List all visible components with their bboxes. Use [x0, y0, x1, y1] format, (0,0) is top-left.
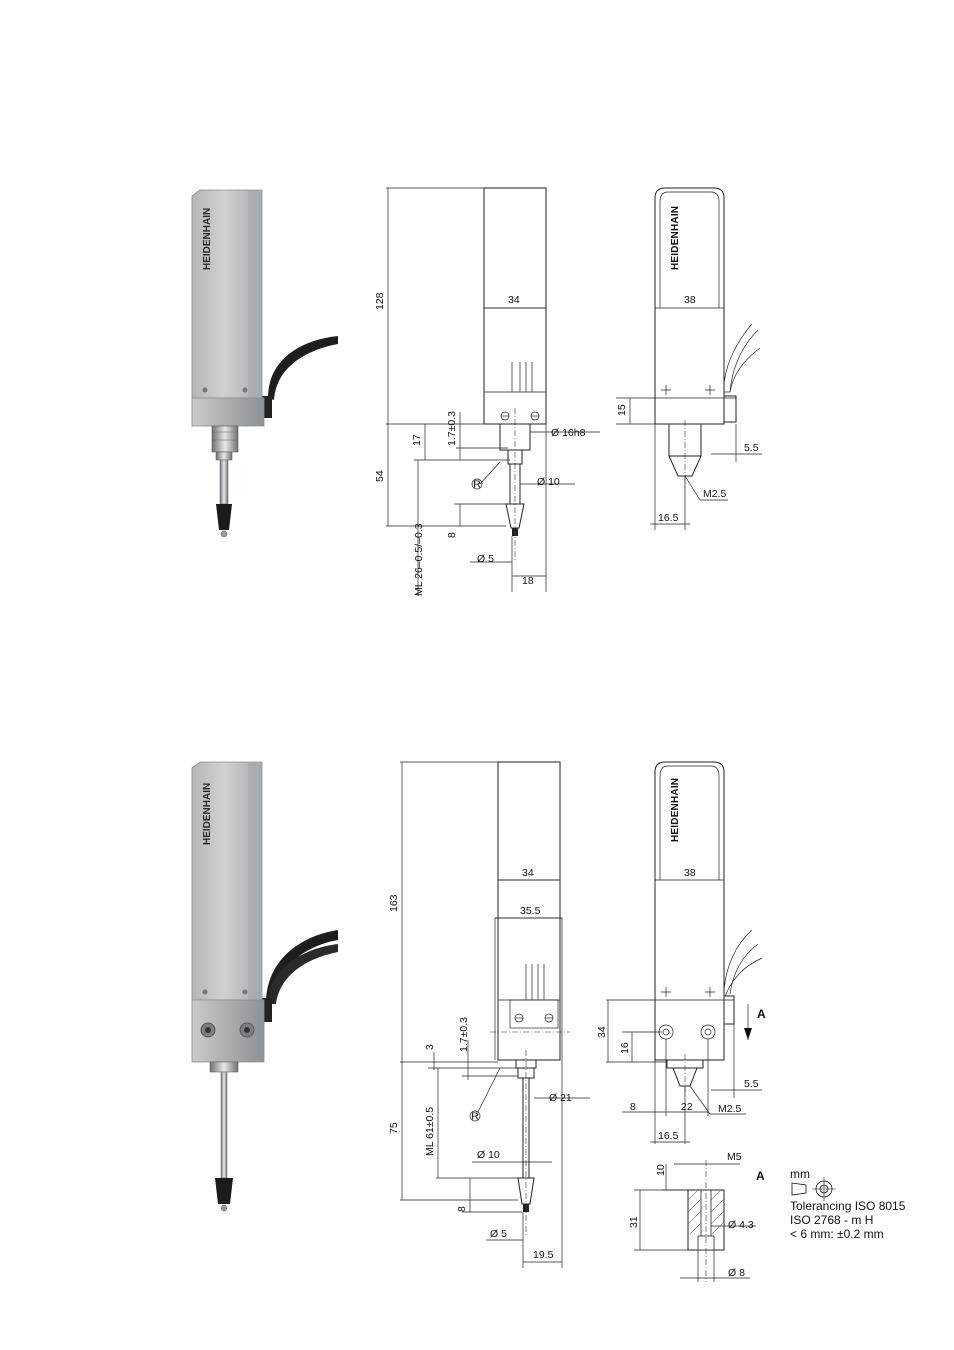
- photo-gauge-bottom: HEIDENHAIN: [191, 761, 338, 1212]
- section-a-title: A: [756, 1169, 765, 1183]
- top-side-view: HEIDENHAIN 38 15 5.5 M2.5 16.5: [616, 187, 762, 530]
- dim-thread-m25: M2.5: [703, 488, 727, 500]
- dim-probe-75: 75: [388, 1122, 400, 1134]
- dim-width-bottom: 19.5: [533, 1249, 554, 1261]
- dim-ml: ML 26–0.5/–0.3: [413, 523, 425, 596]
- cable-icon: [268, 336, 338, 400]
- drawing-brand-label-bottom: HEIDENHAIN: [670, 778, 681, 842]
- dim-side-width-38: 38: [684, 867, 696, 879]
- dim-section-hole: Ø 4.3: [728, 1219, 754, 1231]
- dim-section-m5: M5: [727, 1151, 742, 1163]
- dim-tip-length: 8: [446, 532, 458, 538]
- dim-height-128: 128: [374, 292, 386, 310]
- photo-gauge-top: HEIDENHAIN: [191, 189, 338, 538]
- photo-brand-label: HEIDENHAIN: [202, 783, 213, 845]
- bottom-side-view: HEIDENHAIN 38 34 16 A 5.5 8 22: [596, 761, 766, 1144]
- tolerance-note-1: Tolerancing ISO 8015: [790, 1199, 906, 1213]
- dim-flange: Ø 21: [549, 1092, 572, 1104]
- dim-section-counterbore: Ø 8: [728, 1267, 745, 1279]
- dim-probe-54: 54: [374, 470, 386, 482]
- section-marker-a: A: [757, 1007, 766, 1021]
- dim-side-offset: 5.5: [744, 1078, 759, 1090]
- tolerance-note-3: < 6 mm: ±0.2 mm: [790, 1227, 884, 1241]
- tolerance-notes: mm Tolerancing ISO 8015 ISO 2768 - m H <…: [790, 1167, 906, 1241]
- drawing-brand-label-top: HEIDENHAIN: [670, 206, 681, 270]
- dim-side-height-34: 34: [596, 1026, 608, 1038]
- dim-ml: ML 61±0.5: [424, 1107, 436, 1156]
- dim-thread-m25: M2.5: [718, 1103, 742, 1115]
- dim-side-bottom: 16.5: [658, 1130, 679, 1142]
- dim-section-depth: 10: [655, 1164, 667, 1176]
- dim-side-height-15: 15: [616, 404, 628, 416]
- radius-label: R: [473, 479, 481, 491]
- top-front-view: R 128 34 54 17 1.7±0.3 Ø 16h8 Ø 10 8 Ø 5…: [374, 187, 600, 596]
- dim-flange: Ø 16h8: [551, 427, 586, 439]
- dim-width-355: 35.5: [520, 905, 541, 917]
- dim-width-34: 34: [522, 867, 534, 879]
- dim-tolerance: 1.7±0.3: [446, 411, 458, 446]
- dim-hole-pos-16: 16: [619, 1042, 631, 1054]
- dim-stem: Ø 10: [477, 1149, 500, 1161]
- photo-brand-label: HEIDENHAIN: [202, 208, 213, 270]
- dim-side-bottom: 16.5: [658, 512, 679, 524]
- bottom-front-view: R 163 34 35.5 3 1.7±0.3 Ø 21 75 ML 61±0.…: [388, 761, 590, 1268]
- dim-tip-length: 8: [456, 1206, 468, 1212]
- dim-offset-3: 3: [424, 1044, 436, 1050]
- dim-gap-8: 8: [630, 1101, 636, 1113]
- section-a-detail: M5 10 31 Ø 4.3 Ø 8 A: [628, 1151, 765, 1282]
- dim-offset-17: 17: [411, 434, 423, 446]
- projection-symbol-icon: [791, 1177, 836, 1201]
- dim-tolerance: 1.7±0.3: [458, 1017, 470, 1052]
- dim-tip: Ø 5: [490, 1228, 507, 1240]
- unit-label: mm: [790, 1167, 810, 1181]
- dim-side-offset: 5.5: [744, 442, 759, 454]
- dim-side-width-38: 38: [684, 294, 696, 306]
- dim-height-163: 163: [388, 894, 400, 912]
- dim-stem: Ø 10: [537, 476, 560, 488]
- dim-tip: Ø 5: [477, 553, 494, 565]
- dim-width-34: 34: [508, 294, 520, 306]
- tolerance-note-2: ISO 2768 - m H: [790, 1213, 873, 1227]
- radius-label: R: [471, 1111, 479, 1123]
- dim-width-bottom: 18: [522, 575, 534, 587]
- dim-pitch-22: 22: [681, 1101, 693, 1113]
- dim-section-height: 31: [628, 1216, 640, 1228]
